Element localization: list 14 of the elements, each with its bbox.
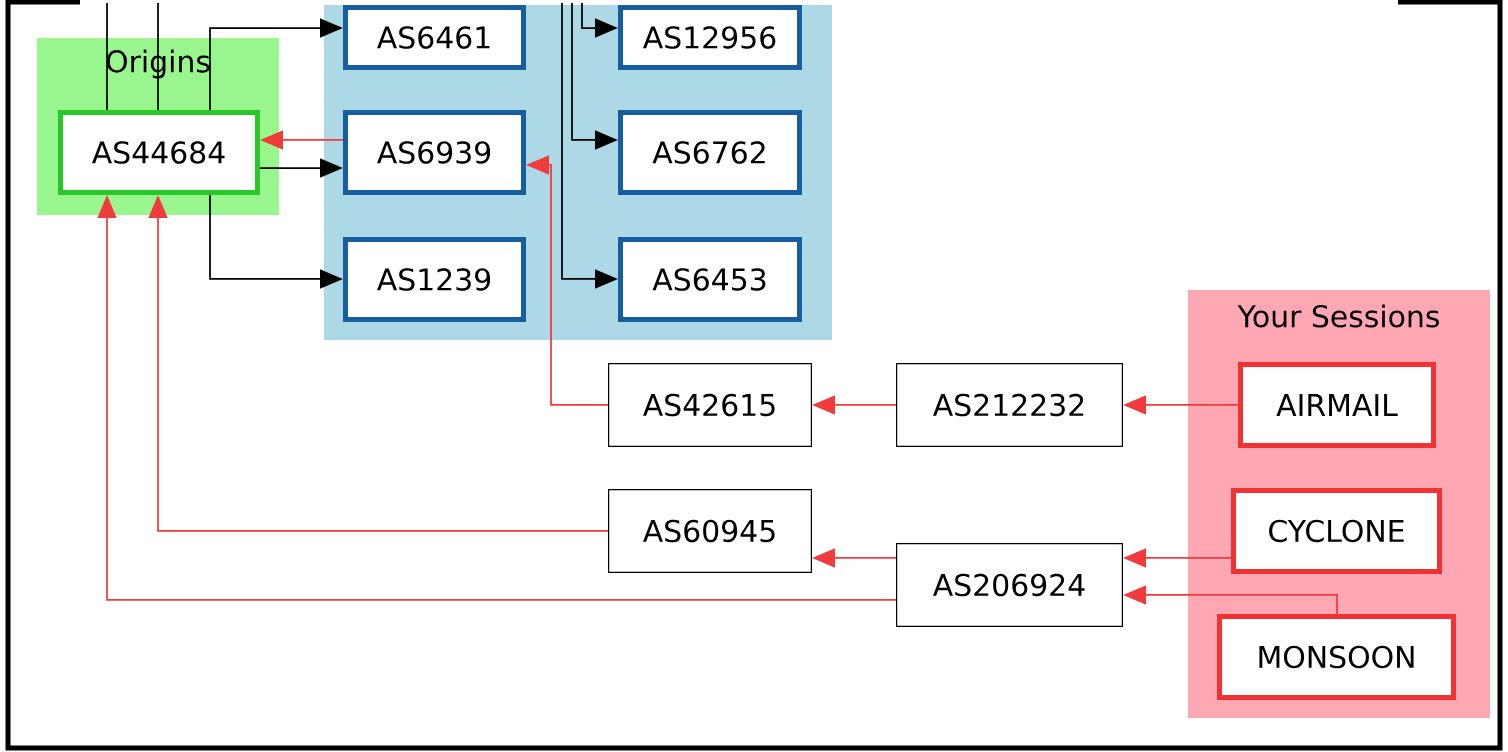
node-box: AS60945: [608, 489, 812, 573]
node-box: MONSOON: [1217, 614, 1456, 700]
node-box: AS6939: [343, 110, 526, 195]
node-box: AS212232: [896, 363, 1123, 447]
node-box: AIRMAIL: [1238, 362, 1436, 448]
node-box: AS206924: [896, 543, 1123, 627]
node-box: AS1239: [343, 237, 526, 322]
node-box: AS44684: [58, 110, 260, 195]
node-box: AS6461: [343, 5, 526, 70]
node-box: AS6762: [618, 110, 802, 195]
node-box: AS6453: [618, 237, 802, 322]
node-box: CYCLONE: [1231, 488, 1442, 574]
node-box: AS42615: [608, 363, 812, 447]
node-box: AS12956: [618, 5, 802, 70]
